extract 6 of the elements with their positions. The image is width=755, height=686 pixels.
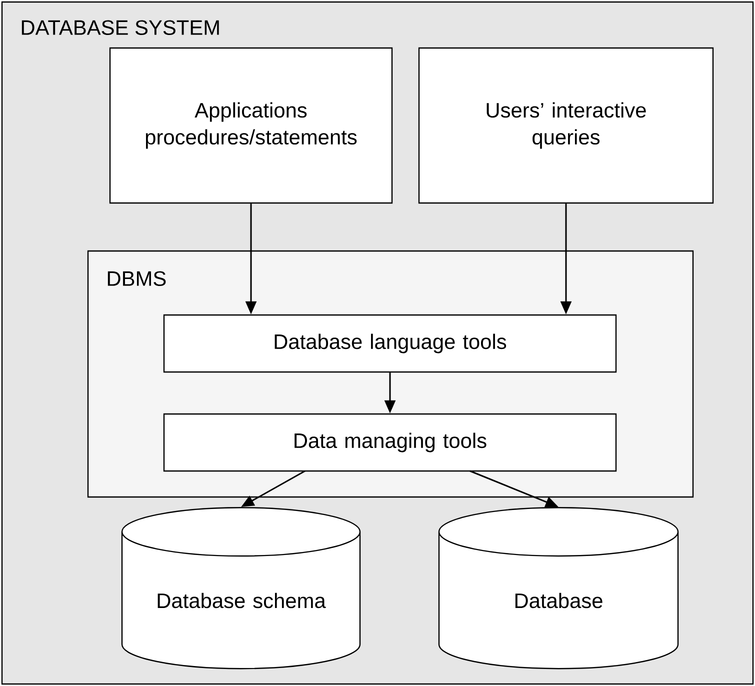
process-box: Applications procedures/statements [109, 47, 393, 204]
process-box: Database language tools [163, 314, 617, 373]
process-box: Data managing tools [163, 413, 617, 472]
database-cylinder: Database [438, 507, 679, 670]
process-box: Users’ interactive queries [418, 47, 714, 204]
database-cylinder: Database schema [121, 507, 361, 670]
